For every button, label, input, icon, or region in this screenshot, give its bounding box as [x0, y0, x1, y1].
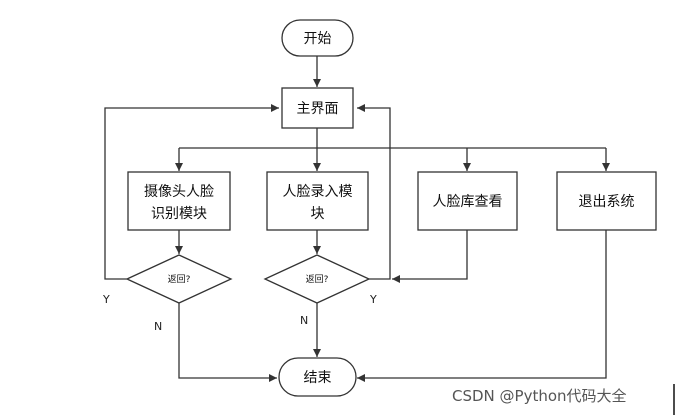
- node-main: 主界面: [281, 87, 354, 129]
- edge-left-yes-loop: [104, 104, 279, 280]
- node-face-recognize-line2: 识别模块: [151, 206, 207, 222]
- node-face-library: 人脸库查看: [417, 171, 518, 231]
- node-decision-mid-label: 返回?: [306, 273, 329, 285]
- node-face-recognize-line1: 摄像头人脸: [144, 184, 214, 200]
- watermark: CSDN @Python代码大全: [452, 387, 627, 405]
- node-face-enroll-line2: 块: [311, 206, 325, 222]
- node-start-label: 开始: [304, 31, 332, 47]
- node-decision-left-label: 返回?: [168, 273, 191, 285]
- node-decision-mid: 返回?: [263, 254, 371, 304]
- edge-label-mid-no: N: [300, 314, 308, 327]
- node-end-label: 结束: [304, 370, 332, 386]
- edge-label-left-no: N: [154, 320, 162, 333]
- node-end: 结束: [278, 357, 357, 397]
- edge-label-left-yes: Y: [102, 293, 110, 306]
- node-face-recognize: 摄像头人脸 识别模块: [127, 171, 231, 231]
- edge-library-return: [392, 230, 468, 283]
- node-face-enroll: 人脸录入模 块: [266, 171, 369, 231]
- node-exit-label: 退出系统: [579, 194, 635, 210]
- node-face-library-label: 人脸库查看: [433, 194, 503, 210]
- edge-exit-to-end: [357, 230, 607, 382]
- edge-left-no-to-end: [178, 303, 277, 382]
- connectors: [104, 56, 610, 382]
- node-decision-left: 返回?: [125, 254, 233, 304]
- node-exit: 退出系统: [556, 171, 657, 231]
- node-start: 开始: [281, 19, 354, 57]
- node-face-enroll-line1: 人脸录入模: [283, 184, 353, 200]
- edge-mid-yes-loop: [357, 104, 391, 280]
- edge-label-mid-yes: Y: [369, 293, 377, 306]
- node-main-label: 主界面: [297, 101, 339, 117]
